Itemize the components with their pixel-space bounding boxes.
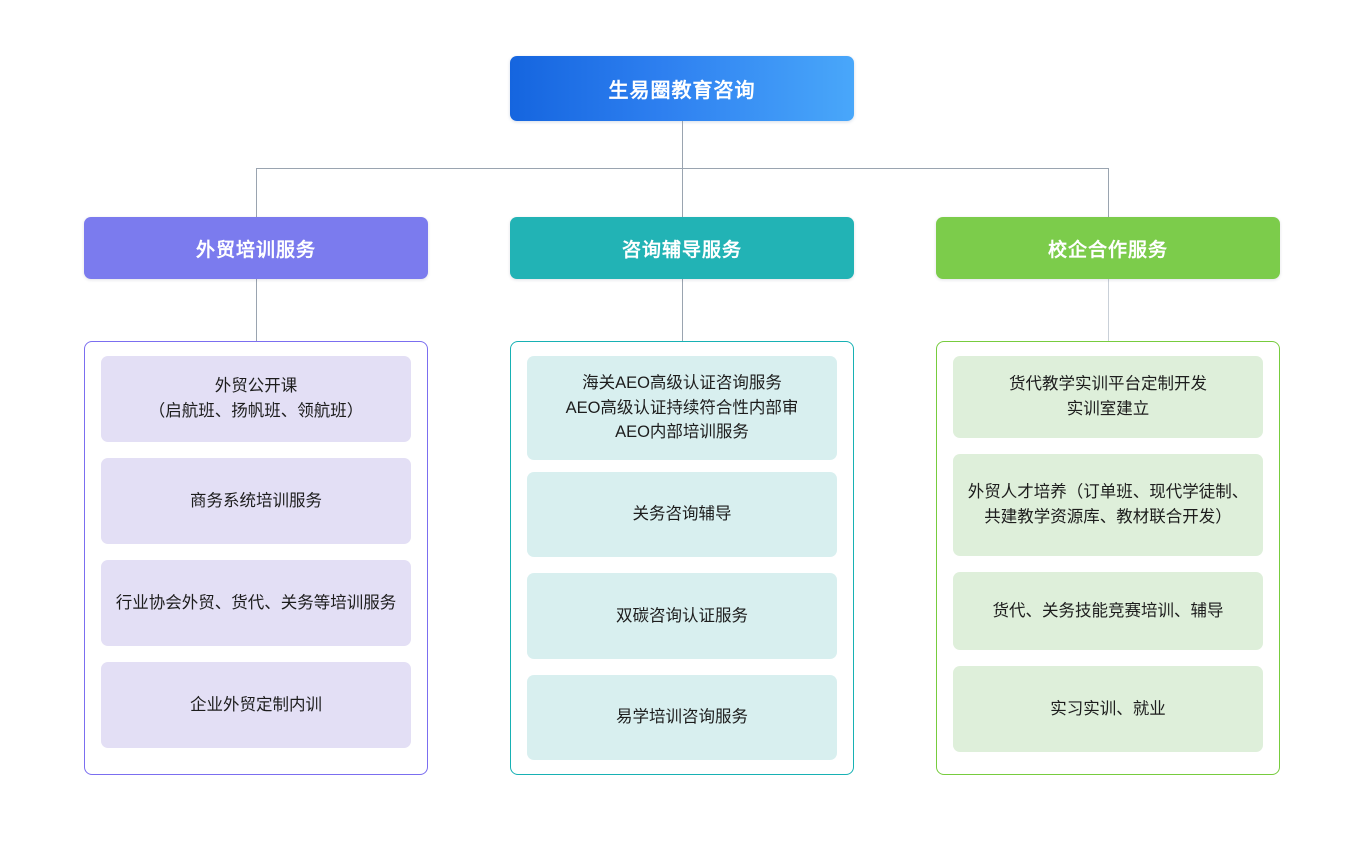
list-item[interactable]: 海关AEO高级认证咨询服务 AEO高级认证持续符合性内部审 AEO内部培训服务 — [527, 356, 837, 461]
list-item[interactable]: 易学培训咨询服务 — [527, 674, 837, 760]
group-box-zixun-fudao: 海关AEO高级认证咨询服务 AEO高级认证持续符合性内部审 AEO内部培训服务 … — [510, 341, 854, 775]
category-header-xiaoqi-hezuo[interactable]: 校企合作服务 — [936, 217, 1280, 279]
connector-col0-header-to-group — [256, 279, 257, 341]
connector-bus-to-col0 — [256, 168, 257, 217]
category-header-label: 外贸培训服务 — [195, 239, 316, 261]
list-item[interactable]: 货代教学实训平台定制开发 实训室建立 — [953, 356, 1263, 438]
connector-col1-header-to-group — [682, 279, 683, 341]
list-item[interactable]: 货代、关务技能竞赛培训、辅导 — [953, 572, 1263, 650]
list-item[interactable]: 企业外贸定制内训 — [101, 662, 411, 748]
list-item[interactable]: 双碳咨询认证服务 — [527, 573, 837, 659]
root-node-label: 生易圈教育咨询 — [608, 80, 756, 102]
category-header-zixun-fudao[interactable]: 咨询辅导服务 — [510, 217, 854, 279]
list-item[interactable]: 商务系统培训服务 — [101, 458, 411, 544]
list-item[interactable]: 外贸人才培养（订单班、现代学徒制、共建教学资源库、教材联合开发） — [953, 454, 1263, 556]
list-item[interactable]: 关务咨询辅导 — [527, 472, 837, 558]
category-header-waimao-peixun[interactable]: 外贸培训服务 — [84, 217, 428, 279]
group-box-waimao-peixun: 外贸公开课 （启航班、扬帆班、领航班） 商务系统培训服务 行业协会外贸、货代、关… — [84, 341, 428, 775]
list-item[interactable]: 实习实训、就业 — [953, 666, 1263, 752]
connector-col2-header-to-group — [1108, 279, 1109, 341]
category-header-label: 校企合作服务 — [1047, 239, 1168, 261]
list-item[interactable]: 行业协会外贸、货代、关务等培训服务 — [101, 560, 411, 646]
category-header-label: 咨询辅导服务 — [621, 239, 742, 261]
group-box-xiaoqi-hezuo: 货代教学实训平台定制开发 实训室建立 外贸人才培养（订单班、现代学徒制、共建教学… — [936, 341, 1280, 775]
connector-bus-to-col1 — [682, 168, 683, 217]
list-item[interactable]: 外贸公开课 （启航班、扬帆班、领航班） — [101, 356, 411, 442]
root-node[interactable]: 生易圈教育咨询 — [510, 56, 854, 121]
connector-bus-to-col2 — [1108, 168, 1109, 217]
connector-root-stem — [682, 121, 683, 168]
